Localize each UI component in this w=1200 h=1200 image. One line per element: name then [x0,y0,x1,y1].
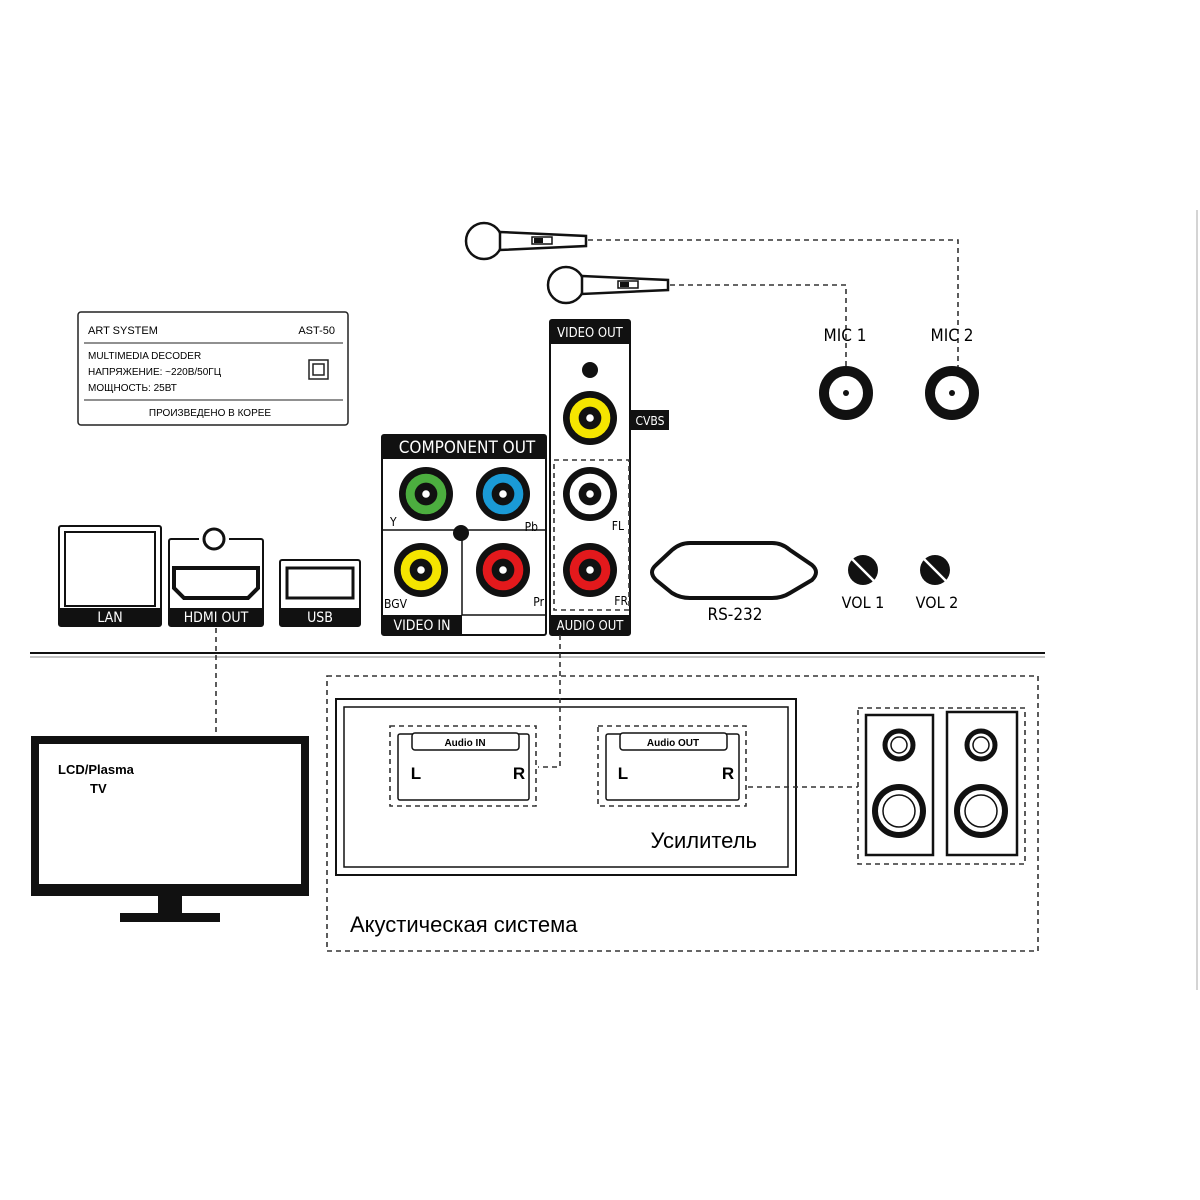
vol2-label: VOL 2 [916,593,959,612]
mic1-cable [670,284,847,375]
nameplate-product: MULTIMEDIA DECODER [88,351,201,362]
cvbs-label: CVBS [636,414,665,428]
amplifier-title: Усилитель [650,828,757,853]
fr-jack[interactable] [563,543,617,597]
pr-jack[interactable] [476,543,530,597]
amp-out-right-label: R [722,764,734,783]
nameplate-power: МОЩНОСТЬ: 25ВТ [88,383,177,394]
audio-out-label: AUDIO OUT [557,619,625,634]
amp-in-left-label: L [411,764,421,783]
mic1-jack[interactable] [819,366,873,420]
acoustic-system-title: Акустическая система [350,912,578,937]
mic1-label: MIC 1 [824,326,867,346]
audio-cable-to-amp [538,635,561,768]
nameplate-voltage: НАПРЯЖЕНИЕ: ~220В/50ГЦ [88,367,222,378]
component-out-panel: COMPONENT OUT VIDEO IN Y Pb BGV Pr [381,434,547,636]
speaker-icon-left [864,713,935,857]
fr-label: FR [614,594,628,608]
rs232-label: RS-232 [707,605,762,625]
mic2-label: MIC 2 [931,326,974,346]
nameplate-model: AST-50 [298,325,335,337]
rs232-port[interactable]: RS-232 [650,541,818,625]
tv-label-line1: LCD/Plasma [58,762,135,777]
video-out-label: VIDEO OUT [557,326,624,341]
usb-port[interactable]: USB [279,559,361,627]
lan-port[interactable]: LAN [58,525,162,627]
vol1-knob[interactable]: VOL 1 [842,555,885,612]
pb-jack[interactable] [476,467,530,521]
bgv-jack[interactable] [394,543,448,597]
bgv-label: BGV [384,597,408,611]
hdmi-label: HDMI OUT [184,610,249,626]
tv-icon: LCD/Plasma TV [31,736,309,922]
usb-label: USB [307,610,333,626]
amp-audio-out: Audio OUT L R [597,725,747,807]
y-jack[interactable] [399,467,453,521]
speaker-icon-right [945,710,1019,857]
component-out-label: COMPONENT OUT [399,438,536,458]
amp-audio-in: Audio IN L R [389,725,537,807]
fl-label: FL [612,519,624,533]
amp-audio-out-label: Audio OUT [647,738,699,749]
vol1-label: VOL 1 [842,593,885,612]
cvbs-jack[interactable] [563,391,617,445]
panel-divider [30,652,1045,658]
y-label: Y [389,515,397,529]
pb-label: Pb [525,520,539,534]
video-in-label: VIDEO IN [393,618,450,634]
nameplate-origin: ПРОИЗВЕДЕНО В КОРЕЕ [149,408,271,419]
lan-label: LAN [97,610,122,626]
tv-label-line2: TV [90,781,107,796]
amp-out-left-label: L [618,764,628,783]
mic2-jack[interactable] [925,366,979,420]
microphone-icon-2 [546,265,670,305]
acoustic-system-box: Акустическая система [326,675,1039,952]
vol2-knob[interactable]: VOL 2 [916,555,959,612]
double-insulation-icon [308,359,329,380]
amp-in-right-label: R [513,764,525,783]
nameplate-label: ART SYSTEM AST-50 MULTIMEDIA DECODER НАП… [77,311,349,426]
pr-label: Pr [533,595,544,609]
nameplate-brand: ART SYSTEM [88,325,158,337]
fl-jack[interactable] [563,467,617,521]
speakers-group [857,707,1026,865]
microphone-icon-1 [464,221,588,261]
hdmi-out-port[interactable]: HDMI OUT [168,527,264,627]
amp-audio-in-label: Audio IN [444,738,485,749]
mic2-cable [588,239,959,375]
